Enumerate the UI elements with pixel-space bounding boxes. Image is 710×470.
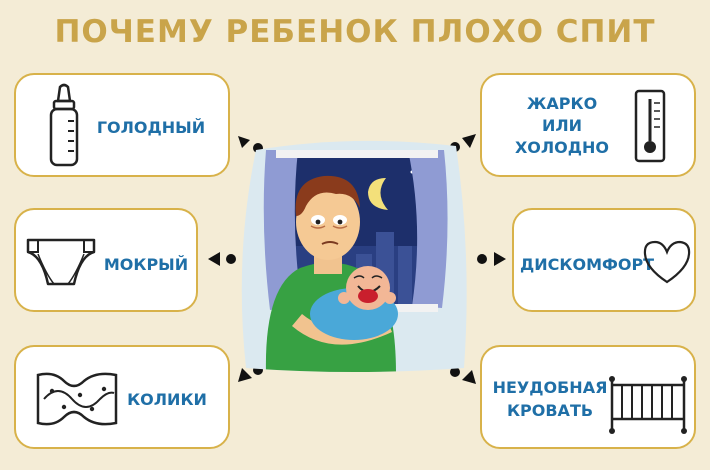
left-curtain [263,150,302,310]
crib-icon [609,376,687,434]
arrow-to-bed-icon [450,367,476,384]
arrow-to-discomfort-icon [477,252,506,266]
label-colic: КОЛИКИ [127,390,207,409]
label-discomfort: ДИСКОМФОРТ [520,255,655,274]
card-discomfort: ДИСКОМФОРТ [512,208,696,312]
label-hungry: ГОЛОДНЫЙ [96,118,206,137]
label-temp-line2: ИЛИ [541,116,583,135]
label-wet: МОКРЫЙ [103,255,189,274]
heart-icon [643,240,691,284]
right-curtain [408,150,448,308]
moon-icon [368,178,388,210]
label-bed-line2: КРОВАТЬ [506,401,594,420]
card-wet: МОКРЫЙ [14,208,198,312]
baby-head [346,266,390,310]
baby-bottle-icon [49,83,79,167]
label-temp-line1: ЖАРКО [526,94,598,113]
swaddle-icon [36,372,118,426]
card-temperature: ЖАРКО ИЛИ ХОЛОДНО [480,73,696,177]
card-hungry: ГОЛОДНЫЙ [14,73,230,177]
parent-head [296,184,360,260]
page-title: ПОЧЕМУ РЕБЕНОК ПЛОХО СПИТ [54,14,656,50]
card-colic: КОЛИКИ [14,345,230,449]
card-bed: НЕУДОБНАЯ КРОВАТЬ [480,345,696,449]
diaper-icon [26,238,96,286]
label-temp-line3: ХОЛОДНО [514,138,610,157]
central-illustration [241,140,467,372]
arrow-to-wet-icon [208,252,236,266]
label-bed-line1: НЕУДОБНАЯ [492,378,608,397]
thermometer-icon [634,89,666,163]
